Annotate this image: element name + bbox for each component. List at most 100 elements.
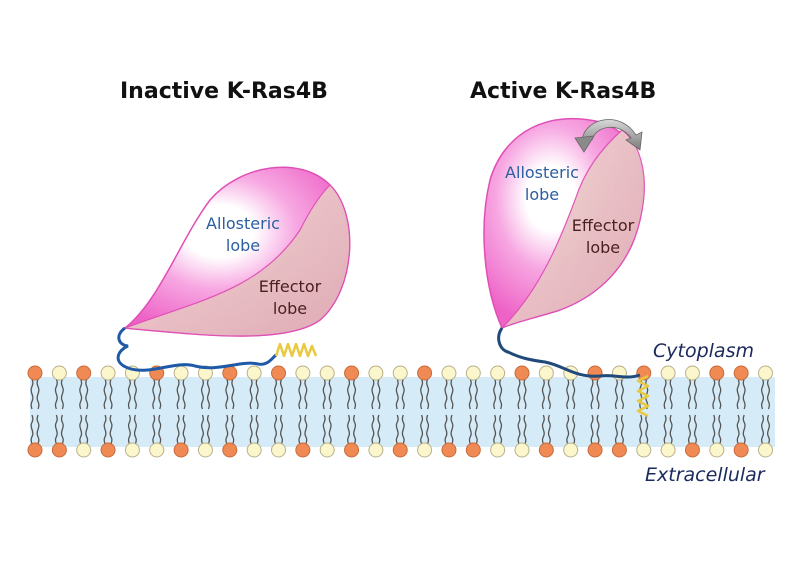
lipid-tail bbox=[274, 414, 277, 445]
lipid-tail bbox=[572, 414, 576, 445]
lipid-tail bbox=[79, 378, 83, 410]
active-farnesyl-anchor bbox=[636, 374, 650, 418]
lipid-tail bbox=[176, 414, 180, 445]
lipid-tail bbox=[669, 378, 673, 410]
lipid-tail bbox=[523, 414, 527, 445]
active-kras-protein bbox=[483, 117, 650, 418]
lipid-tail bbox=[298, 378, 302, 410]
lipid-tail bbox=[322, 378, 326, 410]
lipid-tail bbox=[30, 378, 34, 410]
lipid-tail bbox=[206, 414, 210, 445]
lipid-tail bbox=[517, 378, 521, 410]
inactive-effector-lobe bbox=[124, 184, 351, 337]
lipid-head-bottom bbox=[222, 442, 238, 458]
lipid-head-top bbox=[660, 365, 676, 381]
lipid-tail bbox=[620, 414, 624, 445]
lipid-tail bbox=[566, 378, 570, 410]
lipid-tail bbox=[541, 414, 545, 445]
lipid-tail bbox=[426, 378, 430, 410]
lipid-tail bbox=[127, 378, 131, 410]
lipid-tail bbox=[133, 378, 137, 410]
lipid-tail bbox=[377, 378, 381, 410]
lipid-tail bbox=[274, 378, 277, 410]
inactive-kras-protein bbox=[116, 166, 351, 372]
lipid-tail bbox=[493, 378, 497, 410]
lipid-tail bbox=[474, 414, 478, 445]
lipid-tail bbox=[761, 414, 764, 445]
lipid-tail bbox=[109, 414, 113, 445]
lipid-tail bbox=[225, 414, 229, 445]
lipid-head-top bbox=[173, 365, 189, 381]
lipid-tail bbox=[669, 414, 673, 445]
lipid-tail bbox=[36, 378, 40, 410]
lipid-tail bbox=[450, 414, 454, 445]
lipid-tail bbox=[590, 414, 594, 445]
lipid-tail bbox=[79, 414, 83, 445]
lipid-tail bbox=[304, 378, 308, 410]
lipid-head-bottom bbox=[684, 442, 700, 458]
lipid-head-bottom bbox=[417, 442, 433, 458]
lipid-head-top bbox=[490, 365, 506, 381]
lipid-tail bbox=[450, 378, 454, 410]
lipid-tail bbox=[158, 414, 162, 445]
lipid-head-top bbox=[27, 365, 43, 381]
lipid-head-top bbox=[684, 365, 700, 381]
lipid-head-top bbox=[538, 365, 554, 381]
lipid-head-bottom bbox=[392, 442, 408, 458]
lipid-head-top bbox=[76, 365, 92, 381]
active-title: Active K-Ras4B bbox=[470, 79, 657, 104]
lipid-tail bbox=[60, 378, 64, 410]
lipid-head-bottom bbox=[368, 442, 384, 458]
lipid-tail bbox=[85, 414, 89, 445]
lipid-head-bottom bbox=[733, 442, 749, 458]
lipid-tail bbox=[742, 378, 746, 410]
lipid-tail bbox=[645, 414, 649, 445]
lipid-tail bbox=[298, 414, 302, 445]
lipid-tail bbox=[693, 414, 697, 445]
lipid-tail bbox=[420, 378, 424, 410]
lipid-tail bbox=[182, 378, 186, 410]
lipid-head-top bbox=[319, 365, 335, 381]
lipid-tail bbox=[572, 378, 576, 410]
rotation-arrow-icon bbox=[581, 119, 643, 151]
lipid-head-top bbox=[587, 365, 603, 381]
lipid-head-top bbox=[344, 365, 360, 381]
lipid-tail bbox=[280, 378, 283, 410]
lipid-tail bbox=[30, 414, 34, 445]
lipid-tail bbox=[54, 414, 58, 445]
active-effector-lobe bbox=[501, 129, 645, 329]
lipid-head-bottom bbox=[490, 442, 506, 458]
lipid-tail bbox=[499, 414, 503, 445]
lipid-head-bottom bbox=[76, 442, 92, 458]
lipid-head-top bbox=[733, 365, 749, 381]
lipid-tail bbox=[620, 378, 624, 410]
lipid-head-bottom bbox=[563, 442, 579, 458]
lipid-tail bbox=[499, 378, 503, 410]
inactive-farnesyl-anchor bbox=[274, 342, 318, 358]
cytoplasm-label: Cytoplasm bbox=[653, 340, 754, 362]
lipid-tail bbox=[200, 414, 204, 445]
lipid-head-top bbox=[441, 365, 457, 381]
lipid-tail bbox=[249, 414, 253, 445]
inactive-allosteric-label: Allosteric lobe bbox=[206, 214, 280, 255]
lipid-tail bbox=[200, 378, 204, 410]
lipid-tail bbox=[712, 414, 716, 445]
lipid-head-top bbox=[100, 365, 116, 381]
rotation-arrow-head-left bbox=[574, 135, 595, 153]
lipid-tail bbox=[693, 378, 697, 410]
lipid-tail bbox=[176, 378, 180, 410]
lipid-tail bbox=[60, 414, 64, 445]
lipid-tail bbox=[255, 414, 259, 445]
lipid-head-bottom bbox=[465, 442, 481, 458]
active-linker bbox=[497, 327, 641, 379]
inactive-linker bbox=[116, 326, 277, 372]
lipid-head-top bbox=[514, 365, 530, 381]
lipid-tail bbox=[377, 414, 381, 445]
lipid-head-top bbox=[392, 365, 408, 381]
lipid-tail bbox=[152, 414, 156, 445]
active-allosteric-label: Allosteric lobe bbox=[505, 163, 579, 204]
lipid-tail bbox=[474, 378, 478, 410]
lipid-tail bbox=[541, 378, 545, 410]
lipid-tail bbox=[103, 414, 107, 445]
